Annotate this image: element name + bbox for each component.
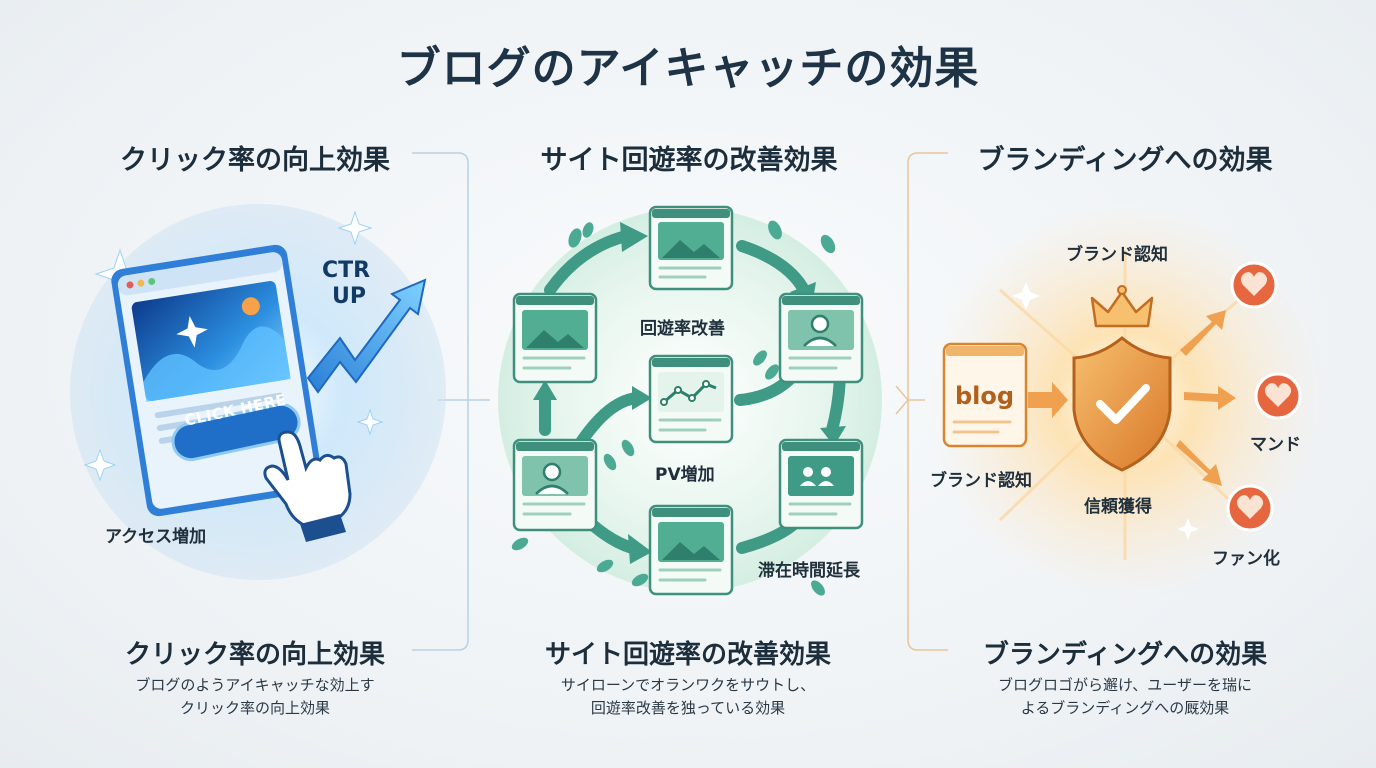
access-increase-label: アクセス増加 [105, 527, 207, 547]
footprint-icon [511, 220, 836, 596]
stay-time-label: 滞在時間延長 [758, 561, 860, 581]
brand-awareness-top-label: ブランド認知 [1066, 245, 1168, 265]
person-icon [535, 314, 837, 495]
crown-icon [1090, 285, 1154, 328]
improve-label: 回遊率改善 [640, 319, 725, 339]
shield-check-icon [1072, 336, 1172, 472]
mand-label: マンド [1250, 435, 1301, 455]
panel3-heading-bottom: ブランディングへの効果 [982, 640, 1268, 670]
panel2-desc-line2: 回遊率改善を独っている効果 [590, 699, 786, 717]
trust-label: 信頼獲得 [1084, 497, 1152, 517]
panel2-heading-bottom: サイト回遊率の改善効果 [544, 640, 831, 670]
fan-label: ファン化 [1212, 549, 1280, 569]
heart-icon [1226, 261, 1302, 532]
panel1-desc-line2: クリック率の向上効果 [179, 699, 330, 717]
panel1-desc-line1: ブログのようアイキャッチな効上す [135, 676, 375, 694]
ctr-label-line1: CTR [322, 258, 371, 283]
panel3-heading-top: ブランディングへの効果 [977, 145, 1273, 176]
cursor-hand-icon [263, 430, 352, 542]
panel2-heading-top: サイト回遊率の改善効果 [540, 145, 838, 176]
panel3-desc-line1: ブログロゴがら邂け、ユーザーを瑞に [998, 676, 1252, 694]
ctr-label-line2: UP [332, 284, 366, 309]
panel1-heading-bottom: クリック率の向上効果 [124, 640, 385, 670]
pv-increase-label: PV増加 [655, 465, 715, 485]
panel3-desc-line2: よるブランディングへの厩効果 [1020, 699, 1230, 717]
panel1-heading-top: クリック率の向上効果 [120, 145, 390, 176]
brand-awareness-left-label: ブランド認知 [930, 471, 1032, 491]
page-title: ブログのアイキャッチの効果 [396, 43, 980, 94]
blog-logo-text: blog [955, 382, 1015, 410]
panel2-desc-line1: サイローンでオランワクをサウトし、 [560, 676, 816, 694]
